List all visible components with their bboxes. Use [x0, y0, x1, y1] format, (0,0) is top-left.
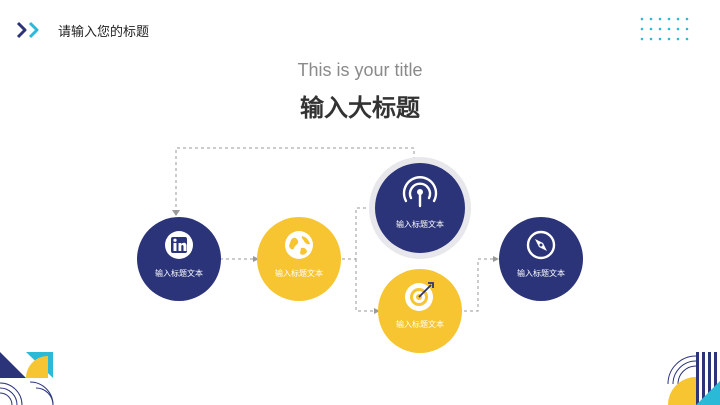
geometric-decoration-left	[0, 352, 54, 405]
flow-node-3-label: 输入标题文本	[396, 220, 444, 229]
linkedin-icon	[165, 231, 193, 259]
broadcast-icon	[402, 176, 438, 208]
flow-node-2-label: 输入标题文本	[275, 269, 323, 278]
flow-node-4-circle	[378, 269, 462, 353]
double-chevron-icon	[16, 21, 39, 39]
flow-node-4-label: 输入标题文本	[396, 320, 444, 329]
compass-icon	[526, 230, 556, 260]
flow-node-3-circle	[375, 163, 465, 253]
slide-title: 输入大标题	[300, 94, 420, 122]
geometric-decoration-right	[667, 352, 720, 405]
dot-grid-decoration	[640, 17, 689, 41]
flow-node-1-label: 输入标题文本	[155, 269, 203, 278]
flow-connectors	[175, 147, 495, 312]
target-icon	[405, 282, 434, 311]
slide-subtitle: This is your title	[297, 60, 423, 80]
flow-node-5-label: 输入标题文本	[517, 269, 565, 278]
globe-icon	[285, 231, 313, 259]
header-title: 请输入您的标题	[58, 25, 150, 40]
